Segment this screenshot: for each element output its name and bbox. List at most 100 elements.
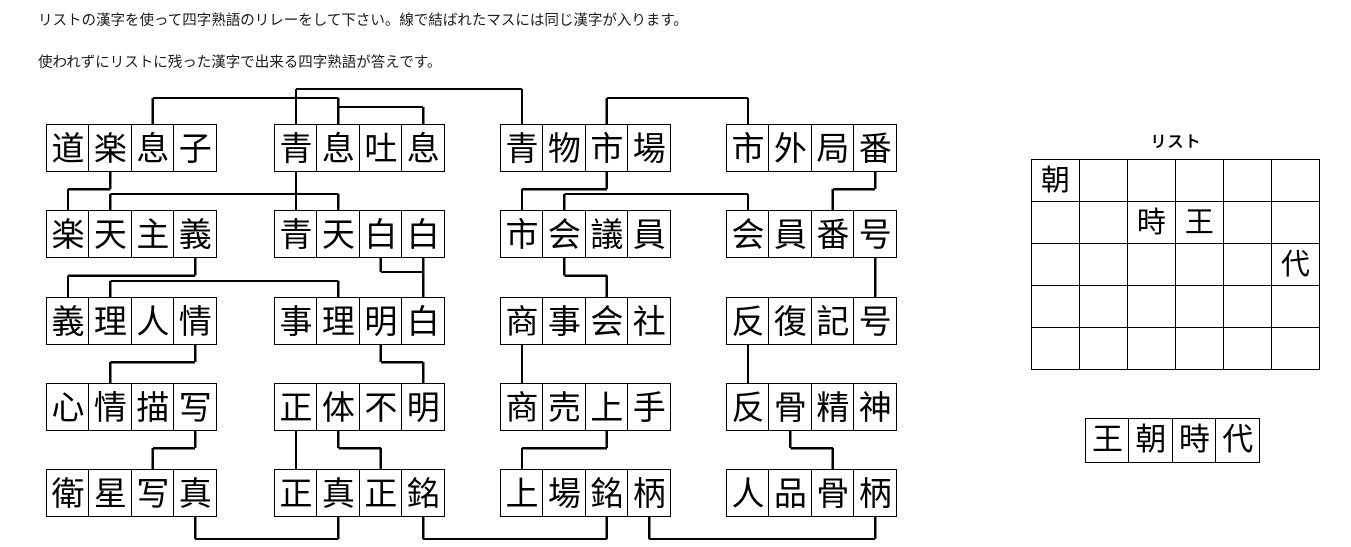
- kanji-cell[interactable]: 商: [500, 383, 544, 431]
- kanji-cell[interactable]: 社: [627, 297, 672, 345]
- kanji-cell[interactable]: 事: [274, 297, 318, 345]
- list-cell-empty[interactable]: [1222, 158, 1272, 202]
- kanji-cell[interactable]: 員: [627, 210, 672, 258]
- kanji-cell[interactable]: 真: [173, 469, 218, 517]
- list-cell-empty[interactable]: [1222, 284, 1272, 328]
- kanji-cell[interactable]: 天: [88, 210, 133, 258]
- kanji-cell[interactable]: 天: [316, 210, 361, 258]
- kanji-cell[interactable]: 写: [173, 383, 218, 431]
- kanji-cell[interactable]: 正: [274, 383, 318, 431]
- kanji-cell[interactable]: 衛: [46, 469, 90, 517]
- kanji-cell[interactable]: 反: [726, 297, 770, 345]
- kanji-cell[interactable]: 精: [810, 383, 855, 431]
- list-cell-empty[interactable]: [1126, 242, 1176, 286]
- kanji-cell[interactable]: 情: [88, 383, 133, 431]
- kanji-cell[interactable]: 理: [316, 297, 361, 345]
- kanji-cell[interactable]: 明: [358, 297, 403, 345]
- kanji-cell[interactable]: 人: [130, 297, 175, 345]
- kanji-cell[interactable]: 青: [274, 124, 318, 172]
- list-cell-empty[interactable]: [1222, 326, 1272, 370]
- kanji-cell[interactable]: 義: [46, 297, 90, 345]
- list-cell-empty[interactable]: [1030, 284, 1080, 328]
- list-cell-empty[interactable]: [1126, 284, 1176, 328]
- kanji-cell[interactable]: 青: [500, 124, 544, 172]
- kanji-cell[interactable]: 楽: [46, 210, 90, 258]
- kanji-cell[interactable]: 局: [810, 124, 855, 172]
- kanji-cell[interactable]: 議: [584, 210, 629, 258]
- list-cell-empty[interactable]: [1270, 326, 1320, 370]
- kanji-cell[interactable]: 号: [853, 210, 898, 258]
- list-cell-empty[interactable]: [1270, 158, 1320, 202]
- list-cell-empty[interactable]: [1078, 242, 1128, 286]
- kanji-cell[interactable]: 写: [130, 469, 175, 517]
- kanji-cell[interactable]: 情: [173, 297, 218, 345]
- kanji-cell[interactable]: 場: [627, 124, 672, 172]
- kanji-cell[interactable]: 員: [768, 210, 813, 258]
- list-cell-empty[interactable]: [1174, 326, 1224, 370]
- kanji-cell[interactable]: 息: [130, 124, 175, 172]
- kanji-cell[interactable]: 外: [768, 124, 813, 172]
- kanji-cell[interactable]: 骨: [768, 383, 813, 431]
- kanji-cell[interactable]: 明: [401, 383, 446, 431]
- kanji-cell[interactable]: 復: [768, 297, 813, 345]
- kanji-cell[interactable]: 義: [173, 210, 218, 258]
- kanji-cell[interactable]: 楽: [88, 124, 133, 172]
- kanji-cell[interactable]: 上: [584, 383, 629, 431]
- kanji-cell[interactable]: 市: [500, 210, 544, 258]
- list-cell-empty[interactable]: [1030, 326, 1080, 370]
- kanji-cell[interactable]: 主: [130, 210, 175, 258]
- kanji-cell[interactable]: 吐: [358, 124, 403, 172]
- kanji-cell[interactable]: 事: [542, 297, 587, 345]
- kanji-cell[interactable]: 会: [726, 210, 770, 258]
- kanji-cell[interactable]: 号: [853, 297, 898, 345]
- list-cell-empty[interactable]: [1126, 158, 1176, 202]
- list-cell-empty[interactable]: [1078, 200, 1128, 244]
- kanji-cell[interactable]: 上: [500, 469, 544, 517]
- kanji-cell[interactable]: 骨: [810, 469, 855, 517]
- list-cell-empty[interactable]: [1174, 242, 1224, 286]
- kanji-cell[interactable]: 反: [726, 383, 770, 431]
- kanji-cell[interactable]: 不: [358, 383, 403, 431]
- kanji-cell[interactable]: 記: [810, 297, 855, 345]
- list-cell-filled[interactable]: 王: [1174, 200, 1224, 244]
- kanji-cell[interactable]: 銘: [401, 469, 446, 517]
- kanji-cell[interactable]: 白: [401, 297, 446, 345]
- kanji-cell[interactable]: 子: [173, 124, 218, 172]
- list-cell-empty[interactable]: [1270, 200, 1320, 244]
- kanji-cell[interactable]: 柄: [853, 469, 898, 517]
- list-cell-filled[interactable]: 代: [1270, 242, 1320, 286]
- list-cell-empty[interactable]: [1078, 284, 1128, 328]
- kanji-cell[interactable]: 品: [768, 469, 813, 517]
- list-cell-empty[interactable]: [1030, 242, 1080, 286]
- kanji-cell[interactable]: 銘: [584, 469, 629, 517]
- list-cell-empty[interactable]: [1078, 158, 1128, 202]
- kanji-cell[interactable]: 心: [46, 383, 90, 431]
- kanji-cell[interactable]: 人: [726, 469, 770, 517]
- kanji-cell[interactable]: 市: [584, 124, 629, 172]
- kanji-cell[interactable]: 体: [316, 383, 361, 431]
- list-cell-empty[interactable]: [1174, 284, 1224, 328]
- list-cell-empty[interactable]: [1270, 284, 1320, 328]
- list-cell-empty[interactable]: [1222, 242, 1272, 286]
- kanji-cell[interactable]: 物: [542, 124, 587, 172]
- list-cell-empty[interactable]: [1030, 200, 1080, 244]
- kanji-cell[interactable]: 手: [627, 383, 672, 431]
- kanji-cell[interactable]: 道: [46, 124, 90, 172]
- kanji-cell[interactable]: 正: [358, 469, 403, 517]
- list-cell-empty[interactable]: [1222, 200, 1272, 244]
- kanji-cell[interactable]: 柄: [627, 469, 672, 517]
- kanji-cell[interactable]: 会: [542, 210, 587, 258]
- list-cell-empty[interactable]: [1174, 158, 1224, 202]
- kanji-cell[interactable]: 商: [500, 297, 544, 345]
- kanji-cell[interactable]: 息: [401, 124, 446, 172]
- kanji-cell[interactable]: 青: [274, 210, 318, 258]
- kanji-cell[interactable]: 息: [316, 124, 361, 172]
- kanji-cell[interactable]: 正: [274, 469, 318, 517]
- list-cell-filled[interactable]: 時: [1126, 200, 1176, 244]
- kanji-cell[interactable]: 番: [853, 124, 898, 172]
- kanji-cell[interactable]: 描: [130, 383, 175, 431]
- kanji-cell[interactable]: 場: [542, 469, 587, 517]
- kanji-cell[interactable]: 白: [401, 210, 446, 258]
- list-cell-empty[interactable]: [1126, 326, 1176, 370]
- kanji-cell[interactable]: 白: [358, 210, 403, 258]
